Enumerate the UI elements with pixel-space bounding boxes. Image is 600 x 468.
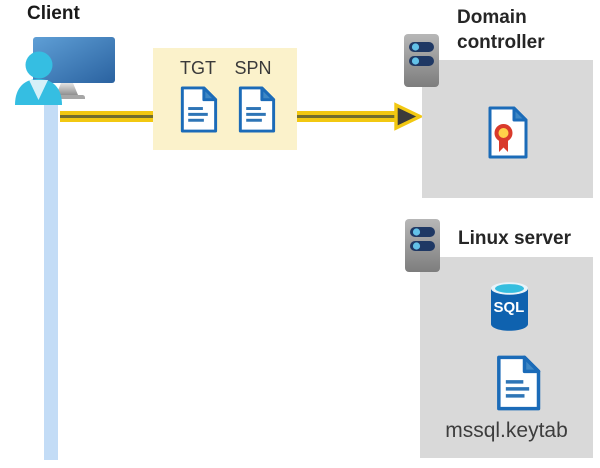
spn-document-icon: [238, 86, 276, 133]
tgt-document-icon: [180, 86, 218, 133]
linux-server-label: Linux server: [458, 228, 571, 249]
client-connector-line: [44, 93, 58, 460]
client-workstation-icon: [15, 37, 115, 105]
ticket-box: TGT SPN: [153, 48, 297, 150]
monitor-icon: [33, 37, 115, 99]
client-label: Client: [27, 3, 80, 24]
spn-label: SPN: [234, 58, 272, 78]
certificate-icon: [488, 106, 528, 159]
keytab-filename-label: mssql.keytab: [445, 419, 568, 442]
user-icon: [15, 51, 62, 105]
sql-database-text: SQL: [494, 299, 525, 316]
sql-database-icon: SQL: [491, 282, 528, 331]
keytab-file-icon: [497, 355, 541, 411]
domain-controller-server-icon: [404, 34, 439, 87]
auth-request-arrowhead: [394, 102, 422, 131]
tgt-label: TGT: [180, 58, 216, 78]
domain-controller-label: Domain controller: [457, 7, 545, 53]
linux-server-icon: [405, 219, 440, 272]
